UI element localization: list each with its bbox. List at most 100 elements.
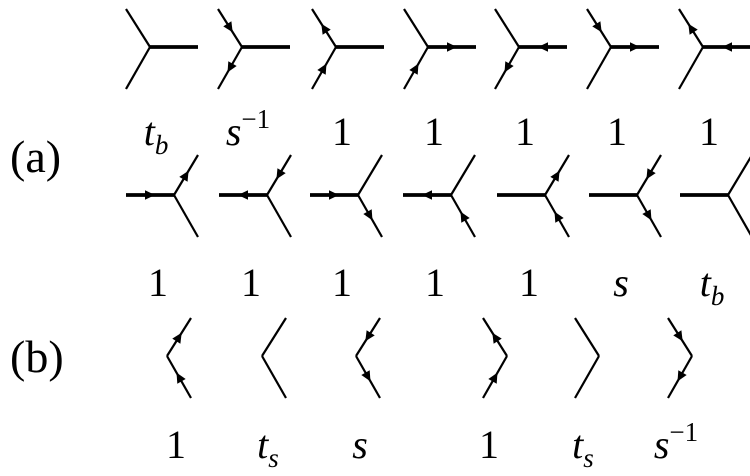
row-b-weight-1-base: 1 xyxy=(166,422,186,467)
row-b-weight-2-subscript: s xyxy=(268,443,279,473)
leg-up-arrow-in xyxy=(365,330,375,342)
leg-up-arrow-out xyxy=(179,170,189,182)
row-a-bottom-weight-4: 1 xyxy=(425,260,445,305)
leg-down-line xyxy=(586,46,612,90)
leg-right-arrow-in xyxy=(538,42,548,52)
leg-up-arrow-out xyxy=(688,23,698,35)
leg-up-arrow-out xyxy=(492,332,502,344)
leg-down-arrow-in xyxy=(554,211,564,223)
leg-up-arrow-out xyxy=(550,170,560,182)
row-b-weight-2: ts xyxy=(257,422,279,473)
row-a-bottom-weight-5-base: 1 xyxy=(519,260,539,305)
leg-down-line xyxy=(678,46,704,90)
leg-left-arrow-out xyxy=(238,190,248,200)
row-b-vertex-2: ts xyxy=(257,317,287,473)
row-a-top-vertex-3: 1 xyxy=(311,8,384,154)
row-a-top-weight-4-base: 1 xyxy=(424,109,444,154)
leg-down-arrow-in xyxy=(409,63,419,75)
leg-left-arrow-in xyxy=(329,190,339,200)
row-a-bottom-weight-3: 1 xyxy=(332,260,352,305)
row-a-top-weight-2-base: s xyxy=(226,109,242,154)
leg-up-arrow-in xyxy=(592,21,602,33)
leg-down-arrow-out xyxy=(677,370,687,382)
row-a-top-weight-6: 1 xyxy=(607,109,627,154)
row-b-weight-4: 1 xyxy=(479,422,499,467)
row-a-top-vertex-2: s−1 xyxy=(217,8,290,154)
row-a-bottom-weight-7-subscript: b xyxy=(711,281,725,311)
row-b-vertex-1: 1 xyxy=(166,317,192,467)
row-a-bottom-vertex-6: s xyxy=(589,154,662,305)
leg-up-line xyxy=(574,317,600,357)
row-a-top-vertex-7: 1 xyxy=(678,8,750,154)
row-b-weight-5-subscript: s xyxy=(583,443,594,473)
row-a-top-weight-3: 1 xyxy=(332,109,352,154)
row-b-vertex-4: 1 xyxy=(479,317,508,467)
row-a-top-weight-5-base: 1 xyxy=(515,109,535,154)
row-a-bottom-weight-2-base: 1 xyxy=(241,260,261,305)
row-a-bottom-weight-5: 1 xyxy=(519,260,539,305)
row-a-top-weight-2: s−1 xyxy=(226,104,270,154)
row-a-bottom-weight-6: s xyxy=(613,260,629,305)
row-a-top-weight-3-base: 1 xyxy=(332,109,352,154)
leg-up-arrow-in xyxy=(223,21,233,33)
row-a-bottom-weight-4-base: 1 xyxy=(425,260,445,305)
row-b-weight-3-base: s xyxy=(352,422,368,467)
row-b-weight-1: 1 xyxy=(166,422,186,467)
leg-down-arrow-out xyxy=(504,61,514,73)
row-a-bottom-weight-3-base: 1 xyxy=(332,260,352,305)
row-a-bottom-weight-7-base: t xyxy=(700,260,712,305)
row-a-top-vertex-1: tb xyxy=(125,8,198,160)
row-a-bottom-weight-2: 1 xyxy=(241,260,261,305)
row-a-bottom-vertex-7: tb xyxy=(680,156,750,311)
leg-down-arrow-in xyxy=(317,63,327,75)
leg-down-line xyxy=(173,194,199,238)
row-a-top-weight-1-subscript: b xyxy=(155,130,169,160)
leg-down-arrow-in xyxy=(460,211,470,223)
leg-up-line xyxy=(357,154,383,196)
row-b-weight-5-base: t xyxy=(572,422,584,467)
part-label-a: (a) xyxy=(10,131,61,182)
leg-down-arrow-out xyxy=(361,370,371,382)
row-a-bottom-weight-6-base: s xyxy=(613,260,629,305)
leg-right-arrow-out xyxy=(630,42,640,52)
row-a-top-weight-5: 1 xyxy=(515,109,535,154)
leg-up-arrow-out xyxy=(172,332,182,344)
row-a-bottom-vertex-2: 1 xyxy=(219,154,292,305)
row-b-weight-6-base: s xyxy=(654,422,670,467)
row-a-top-weight-7: 1 xyxy=(699,109,719,154)
row-b-vertex-6: s−1 xyxy=(654,317,698,467)
row-a-bottom-vertices: 1 1 1 1 1 s tb xyxy=(126,154,750,311)
row-b-weight-2-base: t xyxy=(257,422,269,467)
row-a-bottom-vertex-3: 1 xyxy=(310,154,383,305)
part-label-b: (b) xyxy=(10,331,64,382)
row-a-top-weight-4: 1 xyxy=(424,109,444,154)
leg-down-line xyxy=(266,194,292,238)
row-a-top-weight-1: tb xyxy=(144,109,169,160)
row-a-top-vertex-5: 1 xyxy=(494,8,567,154)
leg-right-arrow-in xyxy=(722,42,732,52)
leg-up-arrow-out xyxy=(321,23,331,35)
row-a-top-weight-1-base: t xyxy=(144,109,156,154)
row-b-vertex-5: ts xyxy=(572,317,600,473)
row-a-bottom-weight-1-base: 1 xyxy=(148,260,168,305)
leg-down-line xyxy=(574,355,600,399)
leg-up-arrow-in xyxy=(276,168,286,180)
leg-down-arrow-out xyxy=(642,209,652,221)
row-a-bottom-weight-1: 1 xyxy=(148,260,168,305)
leg-down-arrow-out xyxy=(363,209,373,221)
leg-down-arrow-in xyxy=(488,372,498,384)
leg-up-line xyxy=(125,8,151,48)
leg-up-line xyxy=(727,156,750,196)
row-a-top-vertices: tb s−1 1 1 1 1 1 xyxy=(125,8,750,160)
leg-right-arrow-out xyxy=(447,42,457,52)
row-b-weight-4-base: 1 xyxy=(479,422,499,467)
leg-left-arrow-out xyxy=(422,190,432,200)
leg-up-line xyxy=(494,8,520,48)
leg-up-arrow-in xyxy=(646,168,656,180)
row-b-weight-3: s xyxy=(352,422,368,467)
row-a-top-weight-7-base: 1 xyxy=(699,109,719,154)
leg-down-line xyxy=(125,46,151,90)
row-a-top-vertex-6: 1 xyxy=(586,8,659,154)
